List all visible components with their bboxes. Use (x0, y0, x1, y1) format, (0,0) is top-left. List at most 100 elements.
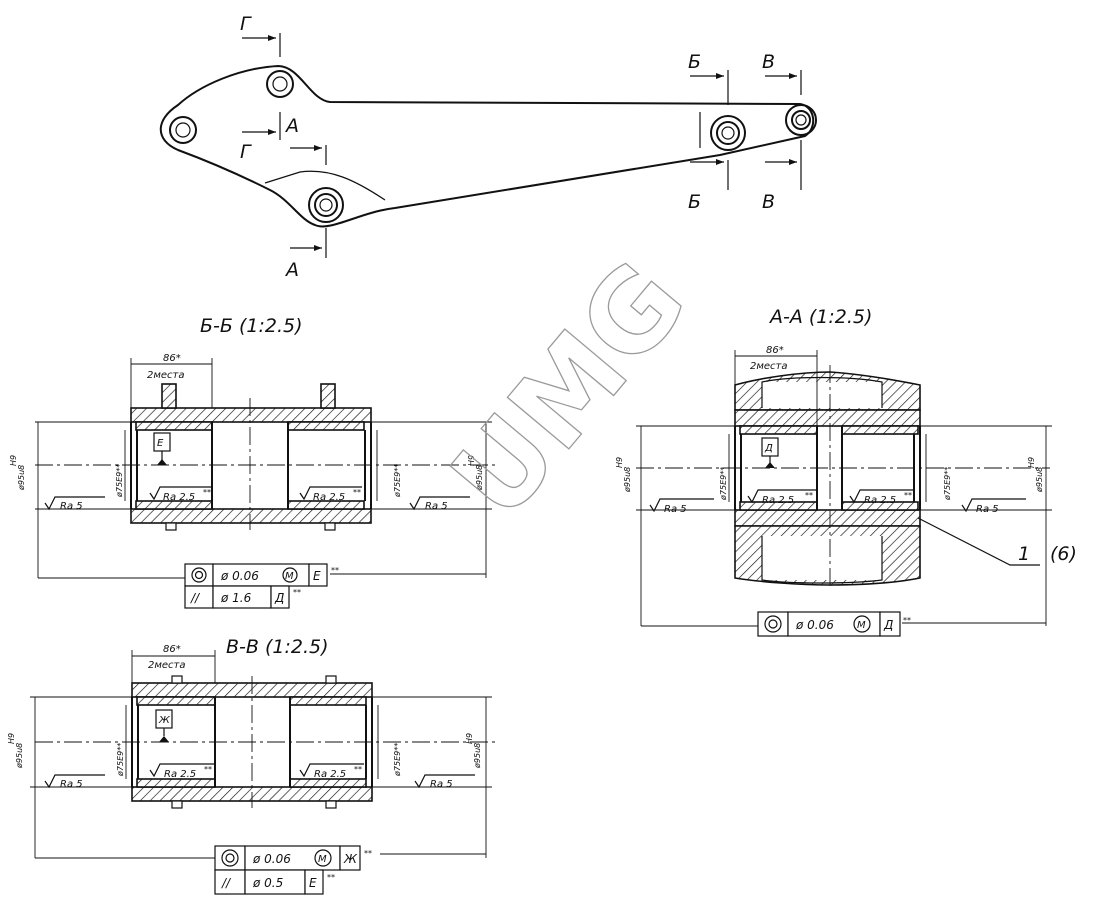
aa-leader-label: 1 (1018, 543, 1030, 565)
section-aa-title: А-А (1:2.5) (768, 306, 872, 328)
aa-stars-right: ** (904, 491, 912, 500)
bb-places: 2места (147, 370, 185, 381)
cut-label-g-mid: Г (240, 141, 252, 163)
bb-ra-outer-left: Ra 5 (60, 501, 83, 512)
vv-stars-right: ** (354, 765, 362, 774)
aa-top-wall (734, 409, 921, 427)
aa-width-dim: 86* (766, 345, 784, 356)
bb-lug-left (161, 383, 177, 409)
bb-left-tol: H9 (9, 455, 18, 466)
bb-datum: Е (157, 438, 164, 449)
vv-ra-inner-right: Ra 2.5 (314, 769, 346, 780)
bb-fcf1-note: ** (331, 566, 339, 575)
bb-right-tol: H9 (467, 455, 476, 466)
lever-rib-edge (264, 170, 386, 201)
section-vv-title: В-В (1:2.5) (226, 636, 329, 658)
aa-left-dim: ø95u8 (623, 467, 632, 493)
aa-places: 2места (750, 361, 788, 372)
cut-label-a-top: А (284, 115, 299, 137)
bb-top-wall (130, 407, 372, 423)
boss-a (308, 187, 344, 223)
vv-fcf2-datum: Е (309, 876, 317, 890)
bb-fcf1-modifier: M (285, 571, 294, 582)
aa-leader-qty: (6) (1050, 543, 1077, 565)
lever-outline (159, 64, 815, 228)
bb-fcf2-note: ** (293, 588, 301, 597)
bb-fcf1-value: ø 0.06 (220, 569, 259, 583)
bb-bottom-wall (130, 508, 372, 524)
boss-left (169, 116, 197, 144)
bb-left-dim: ø95u8 (17, 465, 26, 491)
aa-ra-inner-left: Ra 2.5 (762, 495, 794, 506)
bb-lug-right (320, 383, 336, 409)
section-bb: Б-Б (1:2.5) 86* 2места ø95u8 (9, 315, 495, 609)
boss-v (785, 104, 817, 136)
section-bb-title: Б-Б (1:2.5) (200, 315, 303, 337)
vv-fcf2-symbol: // (221, 876, 232, 890)
aa-right-tol: H9 (1027, 457, 1036, 468)
aa-ra-outer-right: Ra 5 (976, 504, 999, 515)
cut-label-v-bottom: В (762, 191, 775, 213)
cut-label-a-bottom: А (284, 259, 299, 281)
lever-overview: Г А Г А Б Б В В (159, 13, 817, 281)
aa-inner-right-dim: ø75E9** (943, 467, 952, 501)
aa-fcf: ø 0.06 M Д ** (757, 611, 911, 637)
bb-fcf2-value: ø 1.6 (220, 591, 252, 605)
aa-fcf1-modifier: M (857, 620, 866, 631)
vv-left-tol: H9 (7, 733, 16, 744)
bb-width-dim: 86* (163, 353, 181, 364)
vv-fcf1-value: ø 0.06 (252, 852, 291, 866)
bb-fcf1-datum: Е (313, 569, 321, 583)
vv-fcf2-note: ** (327, 873, 335, 882)
vv-ra-outer-left: Ra 5 (60, 779, 83, 790)
vv-places: 2места (148, 660, 186, 671)
aa-fcf1-note: ** (903, 616, 911, 625)
vv-ra-outer-right: Ra 5 (430, 779, 453, 790)
aa-datum: Д (764, 443, 773, 454)
vv-left-dim: ø95u8 (15, 743, 24, 769)
aa-ra-inner-right: Ra 2.5 (864, 495, 896, 506)
vv-fcf2-value: ø 0.5 (252, 876, 283, 890)
section-aa: А-А (1:2.5) 86* 2места (615, 306, 1077, 637)
vv-fcf: ø 0.06 M Ж ** // ø 0.5 Е ** (214, 845, 372, 895)
bb-fcf2-datum: Д (274, 591, 284, 605)
bb-stars-right: ** (353, 488, 361, 497)
bb-fcf2-symbol: // (190, 591, 201, 605)
aa-right-dim: ø95u8 (1035, 467, 1044, 493)
vv-fcf1-note: ** (364, 849, 372, 858)
aa-ra-outer-left: Ra 5 (664, 504, 687, 515)
aa-fcf1-datum: Д (883, 618, 893, 632)
bb-ra-inner-right: Ra 2.5 (313, 492, 345, 503)
bb-ra-outer-right: Ra 5 (425, 501, 448, 512)
aa-bottom-wall (734, 509, 921, 527)
aa-inner-left-dim: ø75E9** (719, 467, 728, 501)
aa-leader (917, 517, 1040, 566)
bb-right-dim: ø95u8 (475, 465, 484, 491)
vv-ra-inner-left: Ra 2.5 (164, 769, 196, 780)
vv-fcf1-modifier: M (318, 854, 327, 865)
aa-stars-left: ** (805, 491, 813, 500)
aa-fcf1-value: ø 0.06 (795, 618, 834, 632)
cut-label-v-top: В (762, 51, 775, 73)
cut-label-g-top: Г (240, 13, 252, 35)
vv-right-tol: H9 (465, 733, 474, 744)
aa-left-tol: H9 (615, 457, 624, 468)
boss-g (266, 70, 294, 98)
cut-arrowheads (268, 35, 797, 251)
bb-inner-left-dim: ø75E9** (115, 464, 124, 498)
vv-inner-left-dim: ø75E9** (116, 743, 125, 777)
vv-inner-right-dim: ø75E9** (393, 743, 402, 777)
cut-label-b-top: Б (688, 51, 701, 73)
vv-stars-left: ** (204, 765, 212, 774)
cut-label-b-bottom: Б (688, 191, 701, 213)
vv-width-dim: 86* (163, 644, 181, 655)
bb-inner-right-dim: ø75E9** (393, 464, 402, 498)
section-vv: В-В (1:2.5) 86* 2места ø95u8 H9 ø95 (7, 636, 495, 895)
boss-b (710, 115, 746, 151)
vv-fcf1-datum: Ж (343, 852, 358, 866)
bb-stars-left: ** (203, 488, 211, 497)
vv-datum: Ж (158, 715, 171, 726)
bb-ra-inner-left: Ra 2.5 (163, 492, 195, 503)
bb-fcf: ø 0.06 M Е ** // ø 1.6 Д ** (184, 563, 339, 609)
